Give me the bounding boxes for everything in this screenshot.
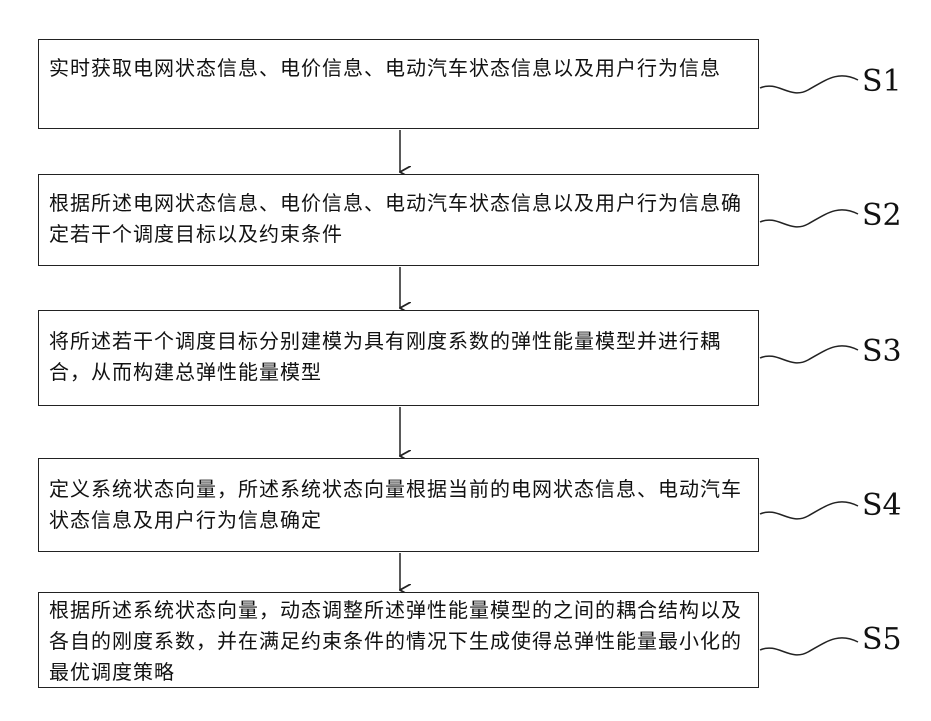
step-box-s2: 根据所述电网状态信息、电价信息、电动汽车状态信息以及用户行为信息确定若干个调度目… [38,174,759,266]
step-text-s5: 根据所述系统状态向量，动态调整所述弹性能量模型的之间的耦合结构以及各自的刚度系数… [39,593,758,688]
leader-line-s1 [760,76,858,93]
leader-line-s3 [760,346,858,363]
step-text-s4: 定义系统状态向量，所述系统状态向量根据当前的电网状态信息、电动汽车状态信息及用户… [39,459,758,536]
step-box-s1: 实时获取电网状态信息、电价信息、电动汽车状态信息以及用户行为信息 [38,39,759,129]
step-label-s3: S3 [862,334,902,369]
step-label-s2: S2 [862,198,902,233]
step-box-s4: 定义系统状态向量，所述系统状态向量根据当前的电网状态信息、电动汽车状态信息及用户… [38,458,759,552]
leader-line-s5 [760,638,858,655]
step-label-s4: S4 [862,488,902,523]
leader-line-s4 [760,502,858,519]
step-label-s5: S5 [862,622,902,657]
leader-line-s2 [760,210,858,227]
step-box-s3: 将所述若干个调度目标分别建模为具有刚度系数的弹性能量模型并进行耦合，从而构建总弹… [38,310,759,406]
step-box-s5: 根据所述系统状态向量，动态调整所述弹性能量模型的之间的耦合结构以及各自的刚度系数… [38,592,759,688]
step-text-s1: 实时获取电网状态信息、电价信息、电动汽车状态信息以及用户行为信息 [39,40,758,84]
step-label-s1: S1 [862,64,902,99]
step-text-s3: 将所述若干个调度目标分别建模为具有刚度系数的弹性能量模型并进行耦合，从而构建总弹… [39,311,758,388]
step-text-s2: 根据所述电网状态信息、电价信息、电动汽车状态信息以及用户行为信息确定若干个调度目… [39,175,758,250]
